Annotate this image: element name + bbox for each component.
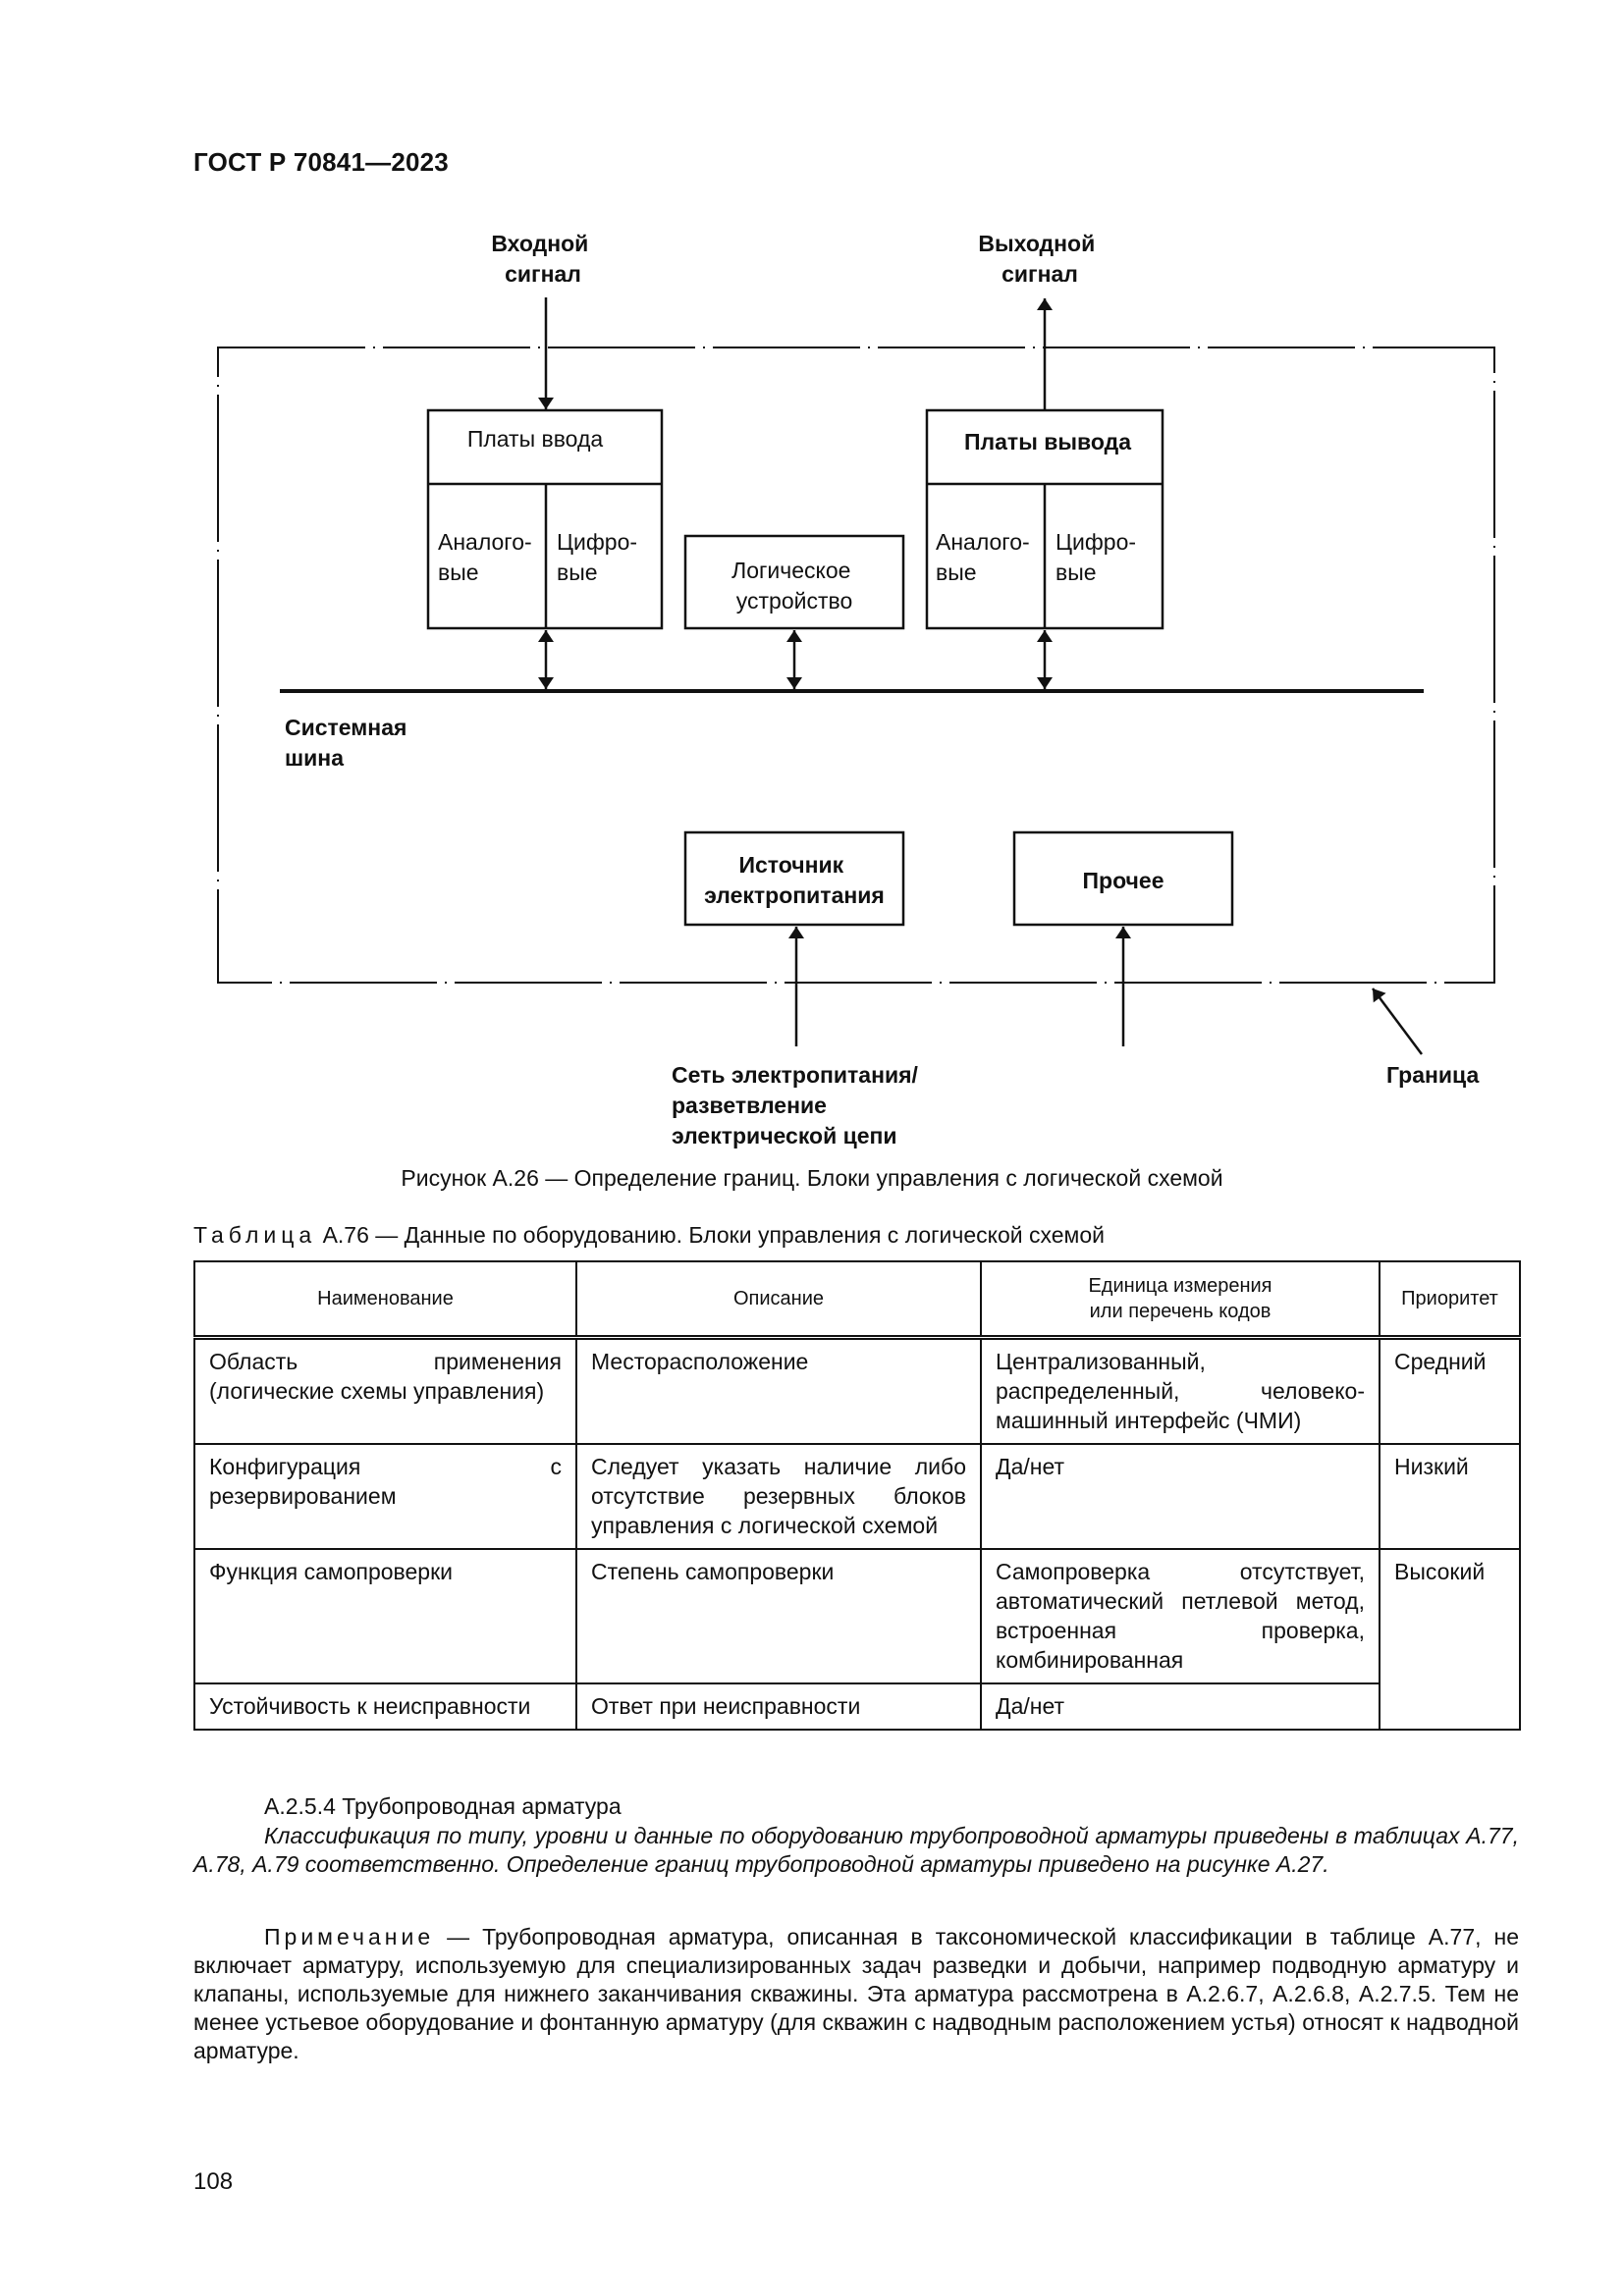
boundary-diagram: Входной сигнал Выходной сигнал Платы вво… [217,231,1495,1148]
output-signal-label: Выходной сигнал [978,231,1101,287]
table-row: Область применения (логические схемы упр… [193,1336,1521,1445]
output-boards-analog: Аналого- вые [936,529,1036,585]
input-boards-block: Платы ввода Аналого- вые Цифро- вые [426,408,664,630]
equipment-data-table: Наименование Описание Единица измерения … [193,1260,1521,1731]
cell-description: Следует указать наличие либо отсутствие … [575,1443,982,1550]
svg-text:Прочее: Прочее [1083,868,1164,893]
cell-name: Устойчивость к неисправности [193,1682,577,1731]
cell-units: Да/нет [980,1443,1380,1550]
table-title-text: А.76 — Данные по оборудованию. Блоки упр… [316,1222,1106,1248]
input-boards-analog: Аналого- вые [438,529,538,585]
boundary-frame [217,347,1495,984]
input-boards-digital: Цифро- вые [557,529,643,585]
section-heading: А.2.5.4 Трубопроводная арматура [264,1793,622,1819]
cell-name: Конфигурация с резервированием [193,1443,577,1550]
note-label: Примечание [264,1924,435,1949]
logic-device-block: Логическое устройство [683,534,905,630]
cell-units: Централизованный, распределенный, челове… [980,1336,1380,1445]
section-intro: Классификация по типу, уровни и данные п… [193,1823,1519,1877]
boundary-label: Граница [1386,1062,1479,1088]
cell-description: Ответ при неисправности [575,1682,982,1731]
header-priority: Приоритет [1379,1260,1521,1340]
note-text: — Трубопроводная арматура, описанная в т… [193,1924,1519,2063]
document-number: ГОСТ Р 70841—2023 [193,147,449,177]
section-note: Примечание — Трубопроводная арматура, оп… [193,1923,1519,2065]
power-network-label: Сеть электропитания/ разветвление электр… [672,1062,924,1148]
svg-text:Логическое устройство: Логическое устройство [731,558,857,614]
svg-text:Источник электропитания: Источник электропитания [704,852,885,908]
cell-priority: Высокий [1379,1548,1521,1731]
boundary-pointer-arrow [1371,988,1424,1055]
table-label: Таблица [193,1222,317,1248]
cell-priority: Средний [1379,1336,1521,1445]
cell-name: Область применения (логические схемы упр… [193,1336,577,1445]
power-source-block: Источник электропитания [683,830,905,927]
cell-name: Функция самопроверки [193,1548,577,1684]
section-block: А.2.5.4 Трубопроводная арматура Классифи… [193,1792,1519,1879]
cell-description: Степень самопроверки [575,1548,982,1684]
header-description: Описание [575,1260,982,1340]
system-bus-label: Системная шина [285,715,413,771]
cell-priority: Низкий [1379,1443,1521,1550]
table-row: Конфигурация с резервированием Следует у… [193,1443,1521,1550]
output-boards-digital: Цифро- вые [1056,529,1142,585]
page-number: 108 [193,2168,234,2195]
table-title: Таблица А.76 — Данные по оборудованию. Б… [193,1222,1105,1249]
figure-caption: Рисунок А.26 — Определение границ. Блоки… [401,1165,1223,1191]
table-row: Устойчивость к неисправности Ответ при н… [193,1682,1520,1731]
output-boards-title: Платы вывода [964,429,1131,454]
input-signal-label: Входной сигнал [491,231,594,287]
output-boards-block: Платы вывода Аналого- вые Цифро- вые [925,408,1164,630]
cell-units: Да/нет [980,1682,1380,1731]
cell-units: Самопроверка отсутствует, автоматический… [980,1548,1380,1684]
table-row: Функция самопроверки Степень самопроверк… [193,1548,1521,1731]
other-block: Прочее [1012,830,1234,927]
table-header-row: Наименование Описание Единица измерения … [193,1260,1521,1340]
header-name: Наименование [193,1260,577,1340]
input-boards-title: Платы ввода [467,426,604,452]
cell-description: Месторасположение [575,1336,982,1445]
header-units: Единица измерения или перечень кодов [980,1260,1380,1340]
